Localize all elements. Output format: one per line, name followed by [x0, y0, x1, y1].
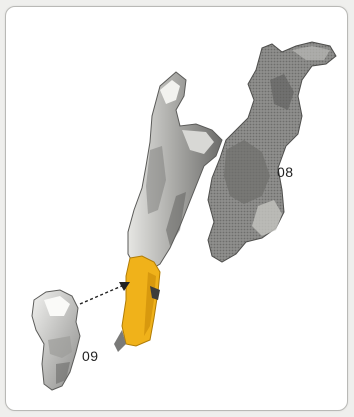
assembly-arrow-icon [80, 282, 130, 304]
highlighted-section [114, 256, 160, 352]
part-08-model [208, 42, 336, 262]
part-label-08: 08 [277, 164, 294, 180]
part-label-09: 09 [82, 348, 99, 364]
part-09-model [32, 290, 80, 390]
